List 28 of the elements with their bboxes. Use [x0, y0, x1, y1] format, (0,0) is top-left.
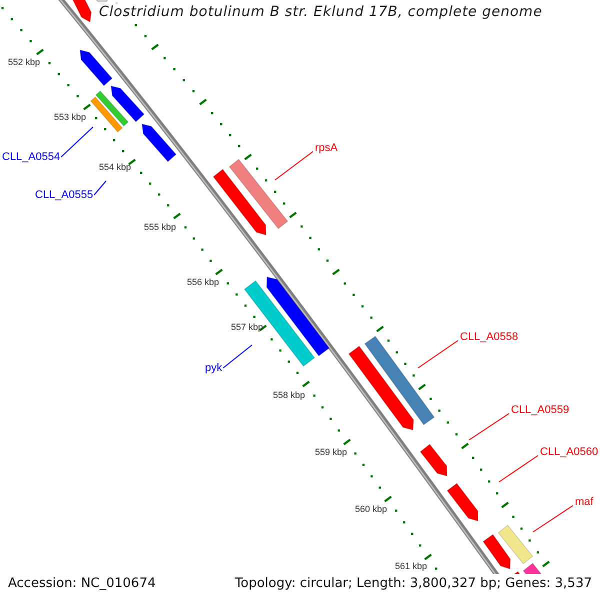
tick-label: 556 kbp: [187, 277, 220, 288]
tick-label: 558 kbp: [273, 390, 306, 401]
tick-label: 552 kbp: [8, 57, 40, 68]
gene-label: rpsA: [315, 142, 338, 154]
gene-label: CLL_A0559: [511, 404, 570, 416]
accession-text: Accession: NC_010674: [8, 575, 156, 593]
tick-label: 554 kbp: [99, 162, 132, 173]
tick-label: 560 kbp: [355, 504, 388, 515]
tick-label: 553 kbp: [54, 112, 86, 123]
leader-line: [94, 180, 106, 196]
gene-label: pyk: [205, 362, 222, 374]
gene-label: CLL_A0555: [35, 189, 94, 201]
tick-label: 555 kbp: [144, 222, 176, 233]
leader-line: [498, 455, 538, 482]
leader-line: [418, 340, 458, 368]
leader-line: [468, 413, 510, 440]
tick-label: 559 kbp: [315, 447, 348, 458]
gene-label: maf: [575, 496, 594, 508]
gene-label: CLL_A0558: [460, 331, 518, 343]
gene-label: CLL_A0554: [2, 151, 60, 163]
genome-stats-text: Topology: circular; Length: 3,800,327 bp; Genes: 3,537: [234, 575, 592, 593]
leader-line: [222, 344, 252, 368]
gene-label: CLL_A0560: [540, 446, 598, 458]
leader-line: [60, 126, 94, 158]
leader-line: [274, 151, 314, 180]
tick-label: 561 kbp: [395, 561, 428, 572]
leader-line: [532, 505, 574, 532]
tick-label: 557 kbp: [231, 322, 264, 333]
